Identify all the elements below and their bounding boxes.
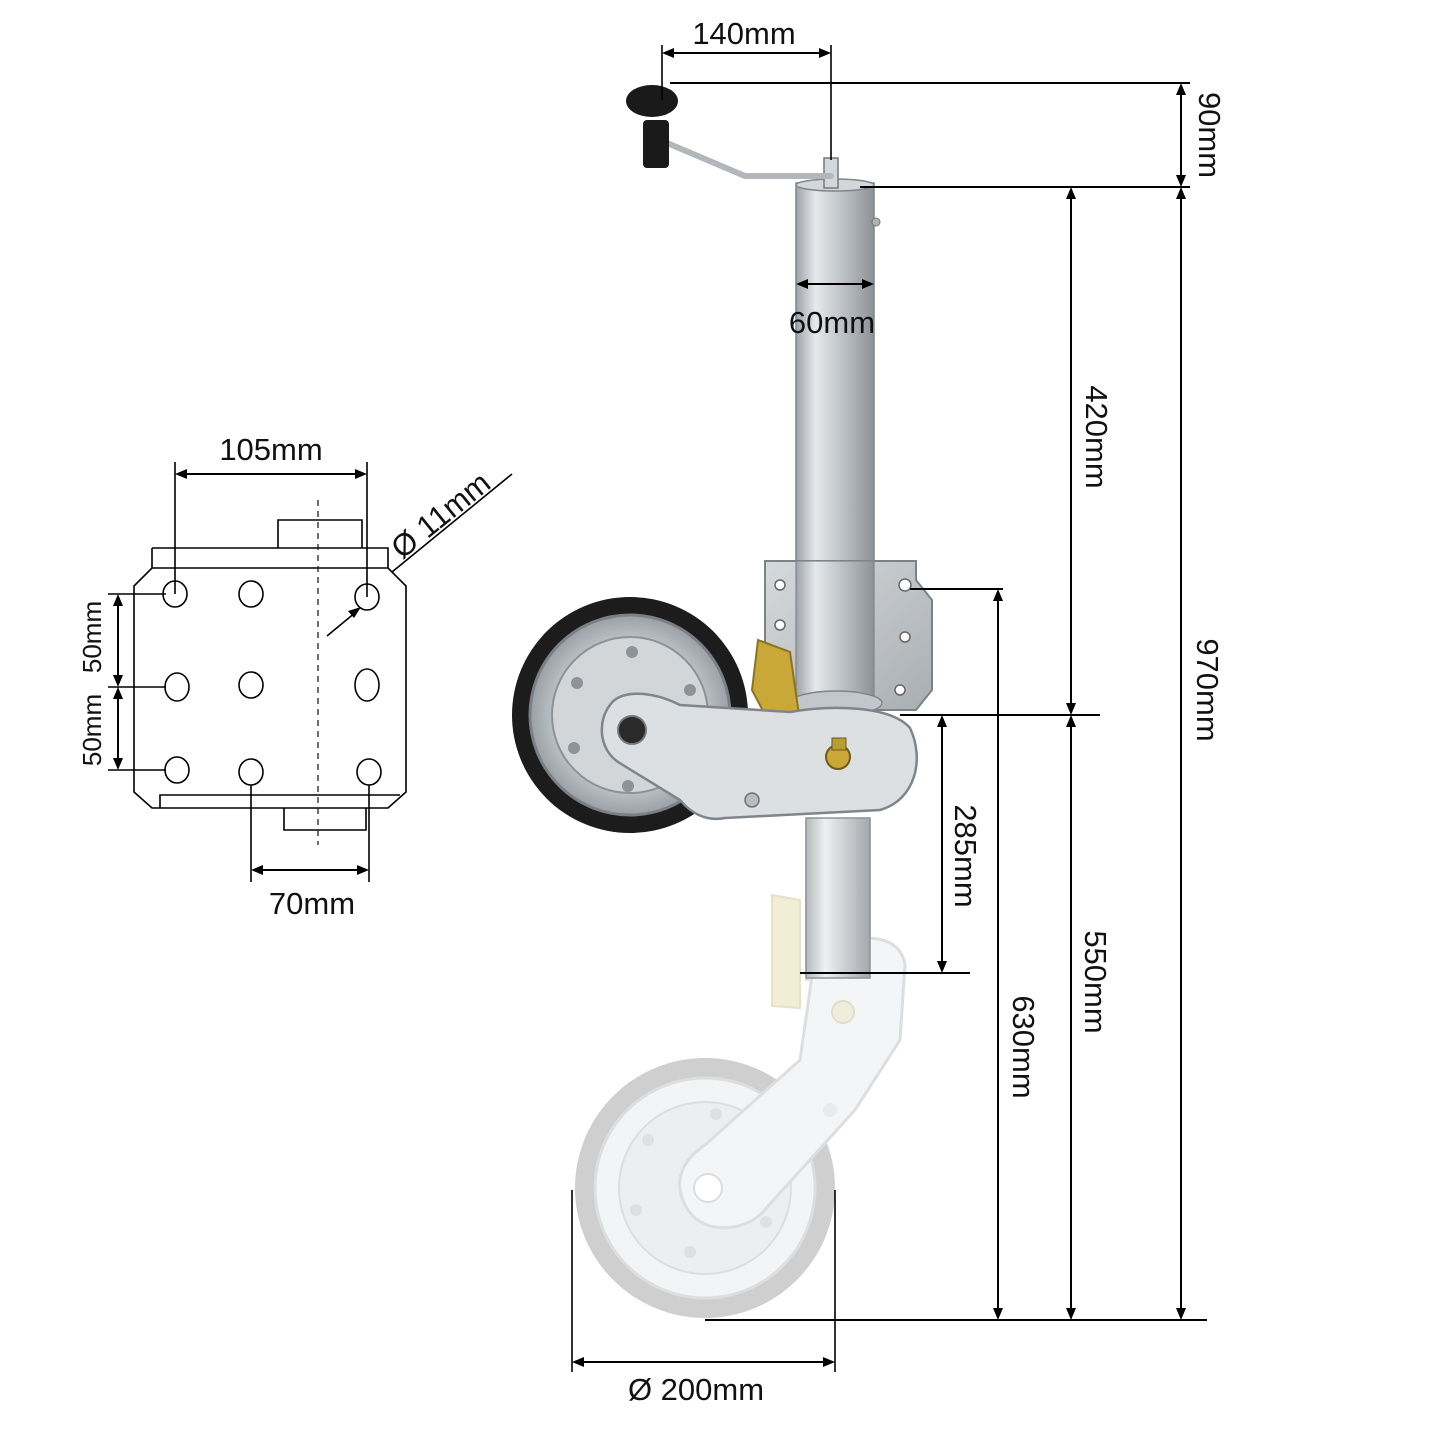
handle-reach-dimension: 140mm xyxy=(661,16,832,160)
plate-spacing-dimension: 50mm 50mm xyxy=(77,593,166,771)
plate-bottom-tab xyxy=(283,808,367,831)
upper-tube-label: 420mm xyxy=(1079,385,1114,488)
plate-spacing-upper-label: 50mm xyxy=(77,601,107,673)
plate-outline xyxy=(133,567,407,809)
plate-width-label: 105mm xyxy=(219,432,322,467)
mounting-plate-drawing: 105mm Ø 11mm 50mm 50mm 70mm xyxy=(77,432,513,921)
jockey-wheel-illustration: 140mm 90mm 60mm 420mm xyxy=(512,16,1227,1407)
handle-height-label: 90mm xyxy=(1192,92,1227,178)
handle-height-dimension: 90mm xyxy=(1176,83,1227,187)
plate-hole xyxy=(356,758,382,786)
plate-hole xyxy=(354,668,380,702)
crank-handle xyxy=(626,85,839,189)
swing-arm xyxy=(600,692,918,821)
clamp-height-dimension: 630mm xyxy=(993,589,1041,1320)
plate-hole xyxy=(238,758,264,786)
tube-diameter-label: 60mm xyxy=(789,305,875,340)
tube-diameter-dimension: 60mm xyxy=(789,279,875,340)
lower-height-label: 550mm xyxy=(1078,930,1113,1033)
wheel-pivot-dimension: 285mm xyxy=(937,715,983,973)
plate-hole xyxy=(238,671,264,699)
total-height-dimension: 970mm xyxy=(1176,187,1225,1320)
inner-tube xyxy=(805,817,871,979)
handle-reach-label: 140mm xyxy=(692,16,795,51)
plate-top-tab xyxy=(277,519,363,548)
plate-hole-dimension: Ø 11mm xyxy=(326,465,513,637)
clamp-height-label: 630mm xyxy=(1006,995,1041,1098)
plate-offset-label: 70mm xyxy=(269,886,355,921)
plate-width-dimension: 105mm xyxy=(174,432,368,597)
plate-flange xyxy=(151,547,400,808)
handle-knob xyxy=(626,85,678,117)
plate-spacing-lower-label: 50mm xyxy=(77,694,107,766)
plate-hole xyxy=(164,756,190,784)
plate-hole xyxy=(238,580,264,608)
wheel-diameter-label: Ø 200mm xyxy=(628,1372,764,1407)
total-height-label: 970mm xyxy=(1190,638,1225,741)
plate-hole xyxy=(164,672,190,702)
plate-holes xyxy=(162,580,382,786)
plate-offset-dimension: 70mm xyxy=(250,785,370,921)
upper-tube-dimension: 420mm xyxy=(1066,187,1114,715)
wheel-diameter-dimension: Ø 200mm xyxy=(571,1190,836,1407)
lower-height-dimension: 550mm xyxy=(1066,715,1113,1320)
wheel-pivot-label: 285mm xyxy=(948,804,983,907)
plate-hole-label: Ø 11mm xyxy=(384,465,497,566)
